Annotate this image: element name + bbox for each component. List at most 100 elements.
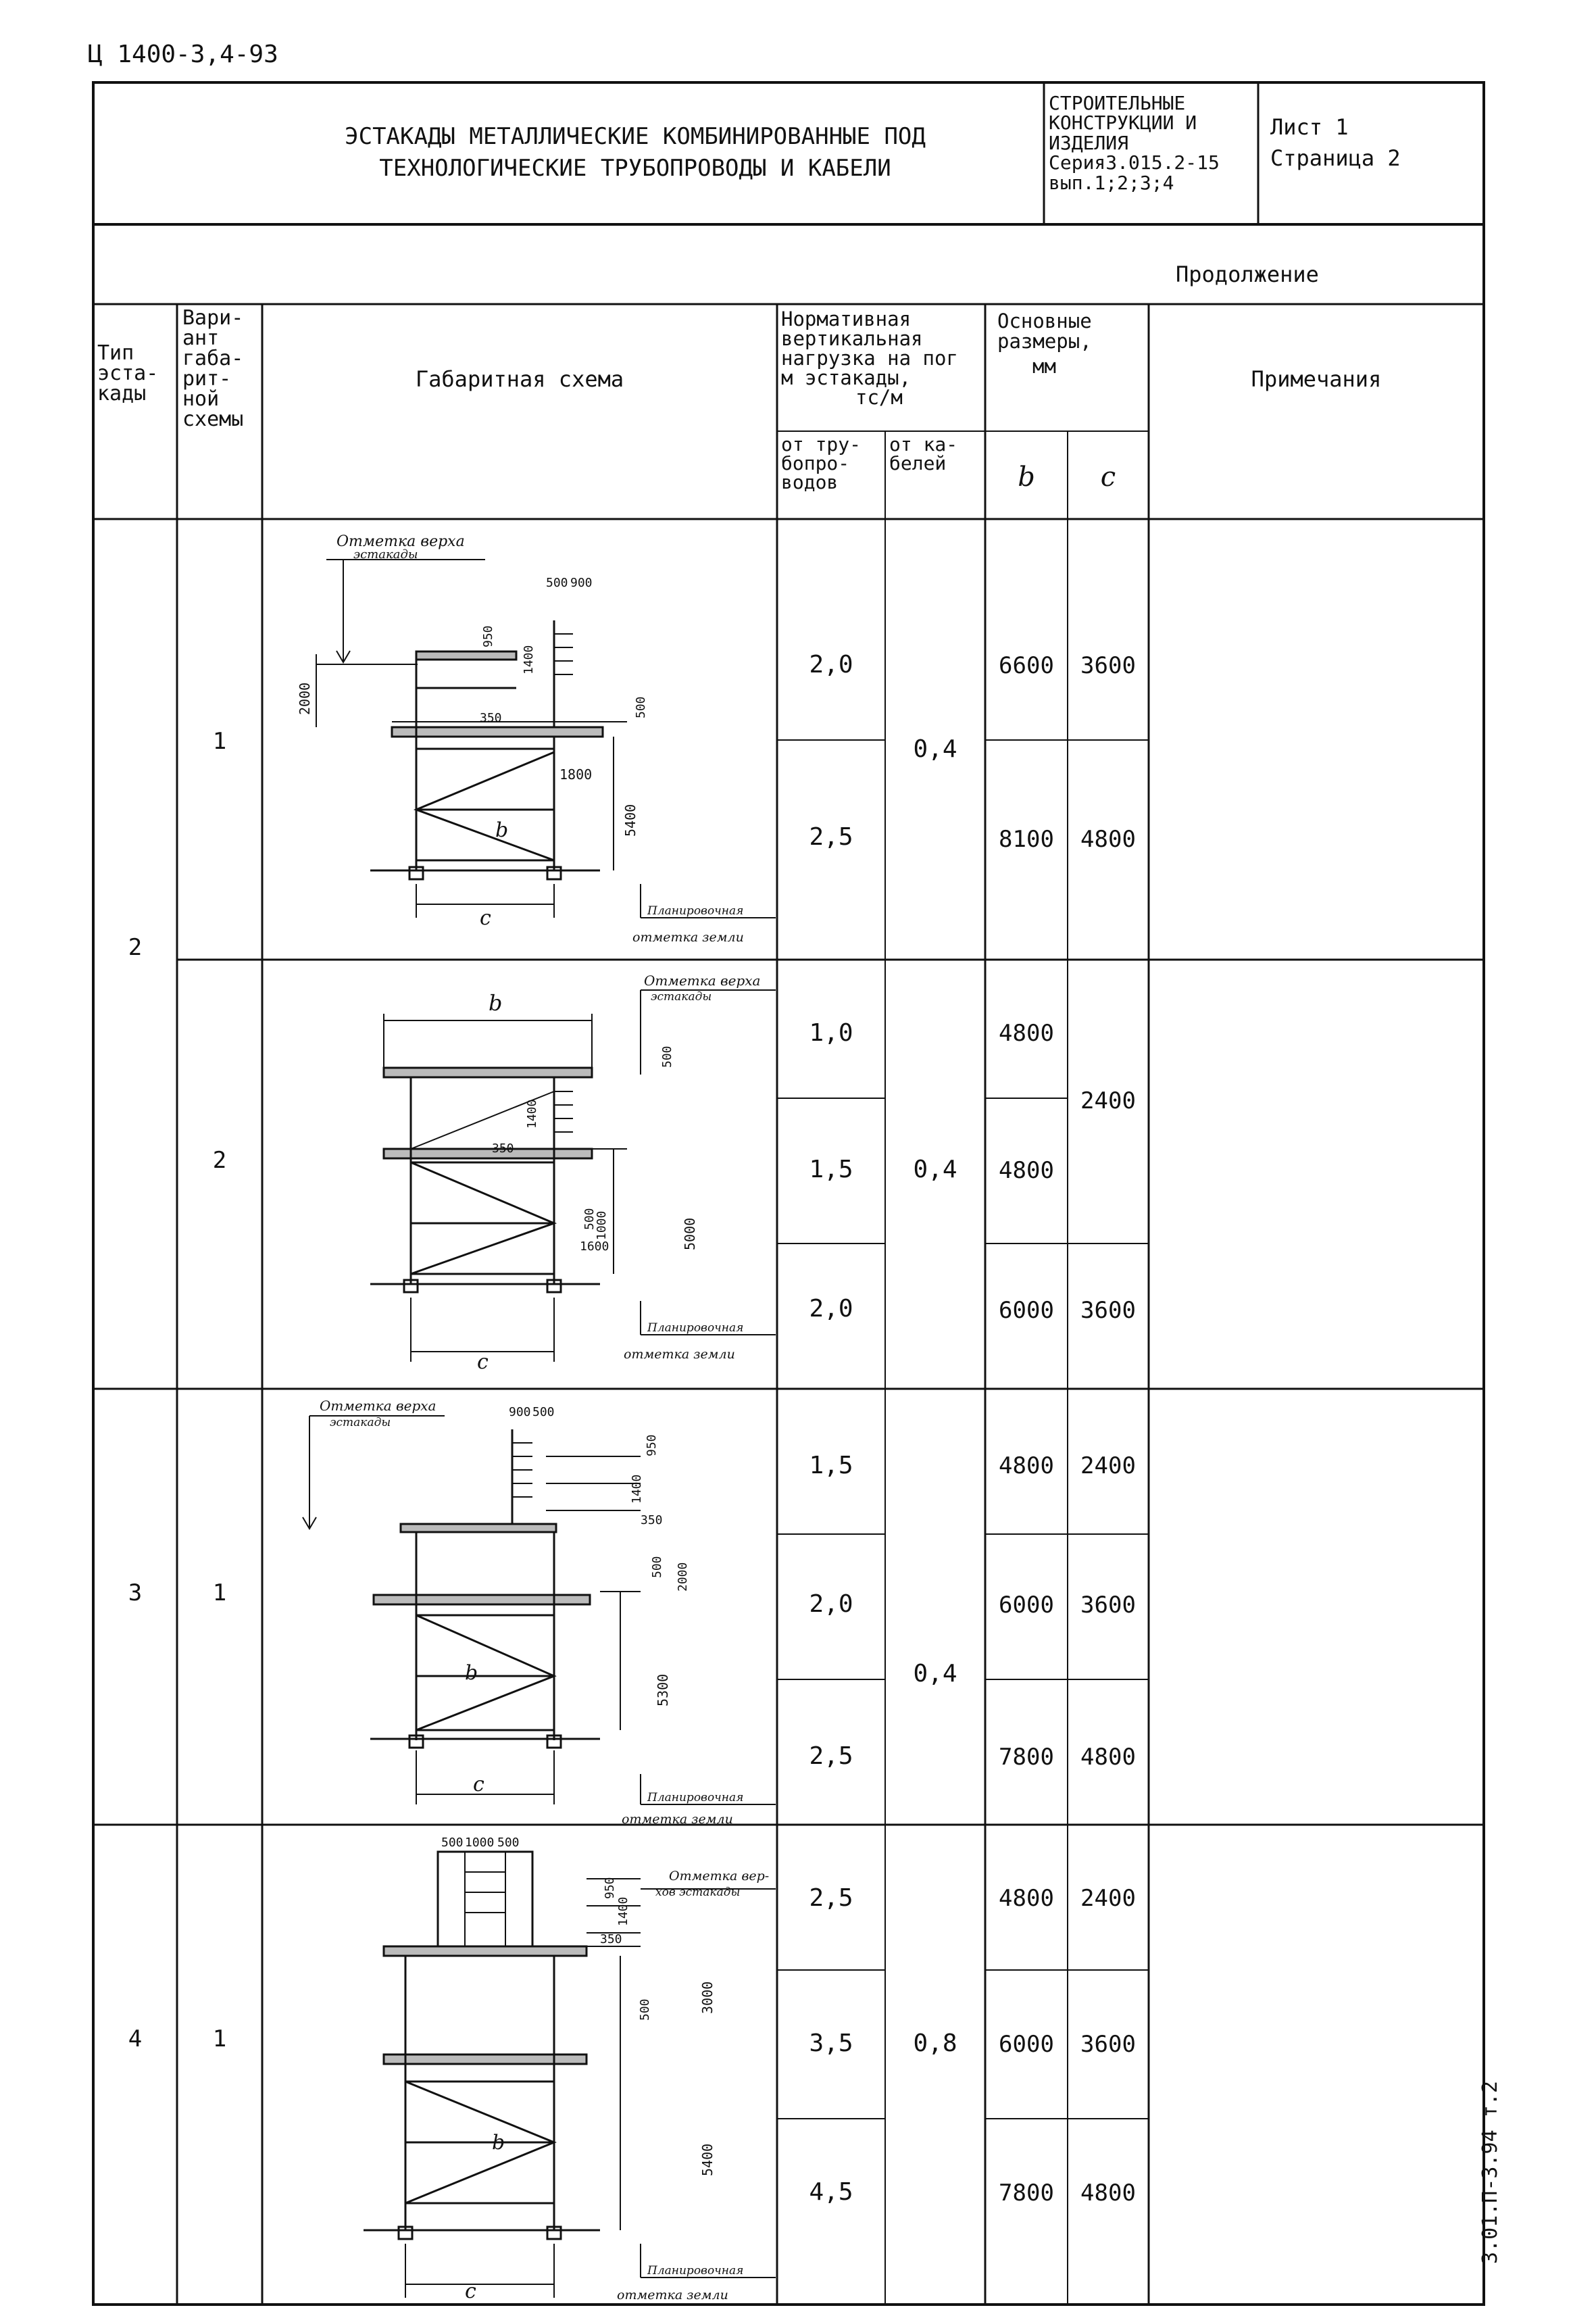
dimension-label: 2000 xyxy=(676,1562,690,1592)
header-line: водов xyxy=(781,471,839,493)
dimension-label: 500 xyxy=(650,1556,664,1578)
dimension-label: 900 xyxy=(570,576,593,590)
col-sizes-header: Основные размеры, мм xyxy=(997,310,1092,378)
size-b-cell: 6000 xyxy=(999,1297,1054,1324)
header-line: от ка- xyxy=(889,433,958,456)
col-c-header: c xyxy=(1100,462,1116,493)
dimension-label: 3000 xyxy=(699,1981,716,2014)
ground-mark-label: Планировочная xyxy=(647,904,743,918)
dimension-label: 1400 xyxy=(522,645,536,674)
dimension-label: 2000 xyxy=(297,683,313,715)
dimension-b-label: b xyxy=(489,990,502,1016)
dimension-label: 350 xyxy=(641,1513,663,1527)
title-line-1: ЭСТАКАДЫ МЕТАЛЛИЧЕСКИЕ КОМБИНИРОВАННЫЕ П… xyxy=(345,123,926,150)
col-notes-header: Примечания xyxy=(1251,366,1382,392)
dimension-label: 5300 xyxy=(655,1674,671,1706)
dimension-label: 950 xyxy=(603,1877,617,1899)
col-type-header: Тип эста- кады xyxy=(97,343,158,404)
header-line: Вари- xyxy=(182,306,244,330)
variant-cell: 1 xyxy=(212,728,227,755)
scheme-diagram-2: b Отметка верха эстакады 500 1400 350 50… xyxy=(370,973,776,1374)
top-mark-label: Отметка верха xyxy=(644,973,760,989)
size-c-cell: 2400 xyxy=(1080,1452,1136,1479)
ground-mark-label: Планировочная xyxy=(647,1791,743,1804)
dimension-label: 500 xyxy=(497,1836,520,1850)
size-c-cell: 3600 xyxy=(1080,2031,1136,2058)
dimension-label: 5000 xyxy=(682,1218,698,1250)
size-c-cell: 2400 xyxy=(1080,1885,1136,1912)
pipe-load-cell: 4,5 xyxy=(809,2178,853,2206)
ground-mark-label: отметка земли xyxy=(622,1812,733,1825)
size-b-cell: 6000 xyxy=(999,1592,1054,1619)
pipe-load-cell: 1,5 xyxy=(809,1452,853,1479)
pipe-load-cell: 2,5 xyxy=(809,823,853,851)
scheme-diagram-4: 500 1000 500 Отметка вер- хов эстакады 9… xyxy=(364,1836,776,2303)
col-load-cables-header: от ка- белей xyxy=(889,435,957,473)
col-scheme-header: Габаритная схема xyxy=(415,366,624,392)
dimension-label: 500 xyxy=(638,1998,652,2021)
header-line: Нормативная xyxy=(781,307,912,330)
header-line: м эстакады, xyxy=(781,366,912,389)
type-cell: 2 xyxy=(128,934,143,961)
dimension-label: 500 xyxy=(582,1208,597,1230)
header-line: от тру- xyxy=(781,433,862,456)
header-line: размеры, xyxy=(997,330,1092,353)
page-number: Страница 2 xyxy=(1270,145,1401,171)
pipe-load-cell: 2,5 xyxy=(809,1742,853,1770)
series-line: КОНСТРУКЦИИ И xyxy=(1049,112,1197,134)
top-mark-label: эстакады xyxy=(651,990,712,1004)
size-b-cell: 4800 xyxy=(999,1452,1054,1479)
header-line: ант xyxy=(182,326,220,350)
header-line: Тип xyxy=(97,341,134,365)
size-c-cell: 4800 xyxy=(1080,826,1136,853)
scheme-diagram-1: Отметка верха эстакады 500 900 950 1400 … xyxy=(297,533,776,945)
ground-mark-label: Планировочная xyxy=(647,2264,743,2278)
type-cell: 4 xyxy=(128,2025,143,2052)
series-line: Серия3.015.2-15 xyxy=(1049,151,1220,174)
document-code: Ц 1400-3,4-93 xyxy=(88,41,278,68)
dimension-label: 500 xyxy=(546,576,568,590)
series-block: СТРОИТЕЛЬНЫЕ КОНСТРУКЦИИ И ИЗДЕЛИЯ Серия… xyxy=(1049,93,1220,193)
dimension-label: 1000 xyxy=(465,1836,494,1850)
header-line: белей xyxy=(889,452,947,474)
sheet-number: Лист 1 xyxy=(1270,114,1349,140)
ground-mark-label: Планировочная xyxy=(647,1321,743,1335)
type-cell: 3 xyxy=(128,1579,143,1606)
ground-mark-label: отметка земли xyxy=(632,930,744,945)
cable-load-cell: 0,4 xyxy=(913,1156,957,1183)
size-b-cell: 8100 xyxy=(999,826,1054,853)
col-load-header: Нормативная вертикальная нагрузка на пог… xyxy=(781,310,958,408)
size-b-cell: 4800 xyxy=(999,1885,1054,1912)
dimension-c-label: c xyxy=(477,1350,489,1374)
pipe-load-cell: 3,5 xyxy=(809,2029,853,2057)
dimension-label: 900 xyxy=(509,1405,531,1419)
variant-cell: 1 xyxy=(212,1579,227,1606)
top-mark-label: Отметка верха xyxy=(336,533,465,550)
dimension-c-label: c xyxy=(473,1773,484,1796)
size-c-cell: 4800 xyxy=(1080,1744,1136,1771)
dimension-label: 1400 xyxy=(525,1100,539,1129)
header-line: бопро- xyxy=(781,452,850,474)
size-b-cell: 7800 xyxy=(999,1744,1054,1771)
dimension-label: 350 xyxy=(600,1932,622,1946)
dimension-label: 500 xyxy=(532,1405,555,1419)
header-line: рит- xyxy=(182,367,232,391)
dimension-b-label: b xyxy=(465,1661,478,1685)
col-b-header: b xyxy=(1018,462,1035,493)
top-mark-label: Отметка вер- xyxy=(669,1869,769,1884)
title-line-2: ТЕХНОЛОГИЧЕСКИЕ ТРУБОПРОВОДЫ И КАБЕЛИ xyxy=(379,155,891,182)
dimension-label: 500 xyxy=(634,696,648,718)
pipe-load-cell: 2,0 xyxy=(809,1590,853,1618)
header-line: нагрузка на пог xyxy=(781,347,958,370)
dimension-b-label: b xyxy=(492,2131,505,2155)
col-load-pipes-header: от тру- бопро- водов xyxy=(781,435,861,492)
header-line: мм xyxy=(1032,354,1056,378)
header-line: тс/м xyxy=(855,386,903,409)
dimension-c-label: c xyxy=(465,2280,476,2303)
size-b-cell: 4800 xyxy=(999,1157,1054,1184)
cable-load-cell: 0,4 xyxy=(913,735,957,763)
header-line: Основные xyxy=(997,310,1092,333)
col-variant-header: Вари- ант габа- рит- ной схемы xyxy=(182,308,243,430)
dimension-label: 1600 xyxy=(580,1239,609,1254)
